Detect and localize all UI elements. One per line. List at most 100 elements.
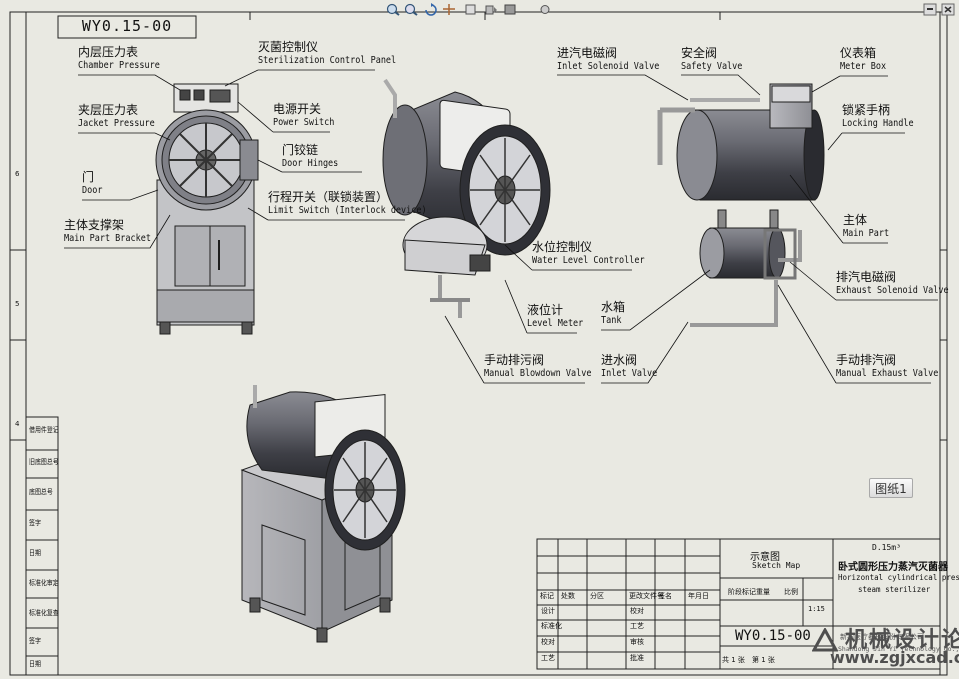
record-row-label: 签字 [29,637,41,645]
view-orientation-icon[interactable] [464,1,478,15]
callout-en: Sterilization Control Panel [258,55,397,66]
callout-en: Limit Switch (Interlock device) [268,205,427,216]
callout-cn: 液位计 [527,303,564,317]
callout-cn: 行程开关（联锁装置） [268,190,389,204]
callout-cn: 主体 [843,213,868,227]
callout-cn: 仪表箱 [840,46,877,60]
section-view-icon[interactable] [484,1,498,15]
record-row-label: 借用件登记 [29,426,59,434]
marks-header-cell: 处数 [561,592,575,600]
window-close-icon[interactable] [941,1,955,16]
forum-logo-icon [812,628,838,652]
product-name-cn: 卧式圆形压力蒸汽灭菌器 [838,562,948,573]
callout-en: Door Hinges [282,158,339,169]
callout-en: Inlet Valve [601,368,658,379]
callout-cn: 排汽电磁阀 [836,270,897,284]
callout-en: Power Switch [273,117,335,128]
signature-row-label-right: 批准 [630,654,644,662]
callout-en: Level Meter [527,318,584,329]
callout-en: Tank [601,315,622,326]
title-block-grid [536,538,941,670]
zoom-area-icon[interactable] [404,1,418,16]
watermark-url: www.zgjxcad.com [830,648,959,667]
iso-view-right [657,83,825,327]
signature-row-label: 校对 [541,638,555,646]
watermark-cn: 机械设计论坛 [845,627,959,653]
zoom-fit-icon[interactable] [386,1,400,16]
callout-cn: 手动排污阀 [484,353,545,367]
callout-en: Manual Blowdown Valve [484,368,592,379]
callout-en: Meter Box [840,61,887,72]
scale-value: 1:15 [808,605,825,613]
signature-row-label: 设计 [541,607,555,615]
record-row-label: 日期 [29,660,41,668]
record-row-label: 底图总号 [29,488,53,496]
record-row-label: 标准化复查 [29,609,59,617]
marks-header-cell: 分区 [590,592,604,600]
stage-header-cell: 阶段标记 [728,588,756,596]
callout-cn: 夹层压力表 [78,103,139,117]
callout-cn: 电源开关 [273,102,322,116]
callout-en: Safety Valve [681,61,743,72]
callout-en: Chamber Pressure [78,60,160,71]
window-restore-icon[interactable] [923,1,937,16]
display-style-icon[interactable] [504,1,518,15]
callout-en: Water Level Controller [532,255,645,266]
callout-cn: 门 [82,170,95,184]
leader-lines [64,69,938,384]
callout-en: Exhaust Solenoid Valve [836,285,949,296]
product-name-en-2: steam sterilizer [858,585,931,594]
pan-icon[interactable] [442,1,456,15]
callout-en: Door [82,185,103,196]
callout-cn: 水位控制仪 [532,240,593,254]
marks-header-cell: 更改文件号 [629,592,664,600]
company-en: Shandong Jin Yi Technology Co., Ltd [838,645,959,653]
callout-cn: 手动排汽阀 [836,353,897,367]
settings-icon[interactable] [538,1,552,14]
record-row-label: 日期 [29,549,41,557]
callout-en: Manual Exhaust Valve [836,368,939,379]
zone-mark: 4 [15,420,20,428]
signature-row-label-right: 校对 [630,607,644,615]
signature-row-label-right: 审核 [630,638,644,646]
watermark: 机械设计论坛 www.zgjxcad.com [800,622,959,679]
sketch-title-cn: 示意图 [750,552,780,563]
product-name-en-1: Horizontal cylindrical pressure [838,573,959,582]
callout-cn: 安全阀 [681,46,718,60]
callout-cn: 内层压力表 [78,45,139,59]
marks-header-cell: 签名 [658,592,672,600]
signature-row-label-right: 工艺 [630,622,644,630]
record-row-label: 签字 [29,519,41,527]
callout-cn: 锁紧手柄 [842,103,891,117]
callout-cn: 灭菌控制仪 [258,40,319,54]
signature-row-label: 标准化 [541,622,562,630]
rotate-icon[interactable] [424,1,438,16]
stage-header-cell: 重量 [756,588,770,596]
callout-en: Locking Handle [842,118,914,129]
callout-en: Inlet Solenoid Valve [557,61,660,72]
sheet-tab-button[interactable]: 图纸1 [869,478,913,498]
toolbar [386,0,576,16]
record-row-label: 旧底图总号 [29,458,59,466]
stage-header-cell: 比例 [784,588,798,596]
product-model: D.15m³ [872,543,901,552]
callout-en: Main Part Bracket [64,233,152,244]
sheet-info-cell: 第 1 张 [752,656,775,664]
drawing-number: WY0.15-00 [735,628,811,644]
